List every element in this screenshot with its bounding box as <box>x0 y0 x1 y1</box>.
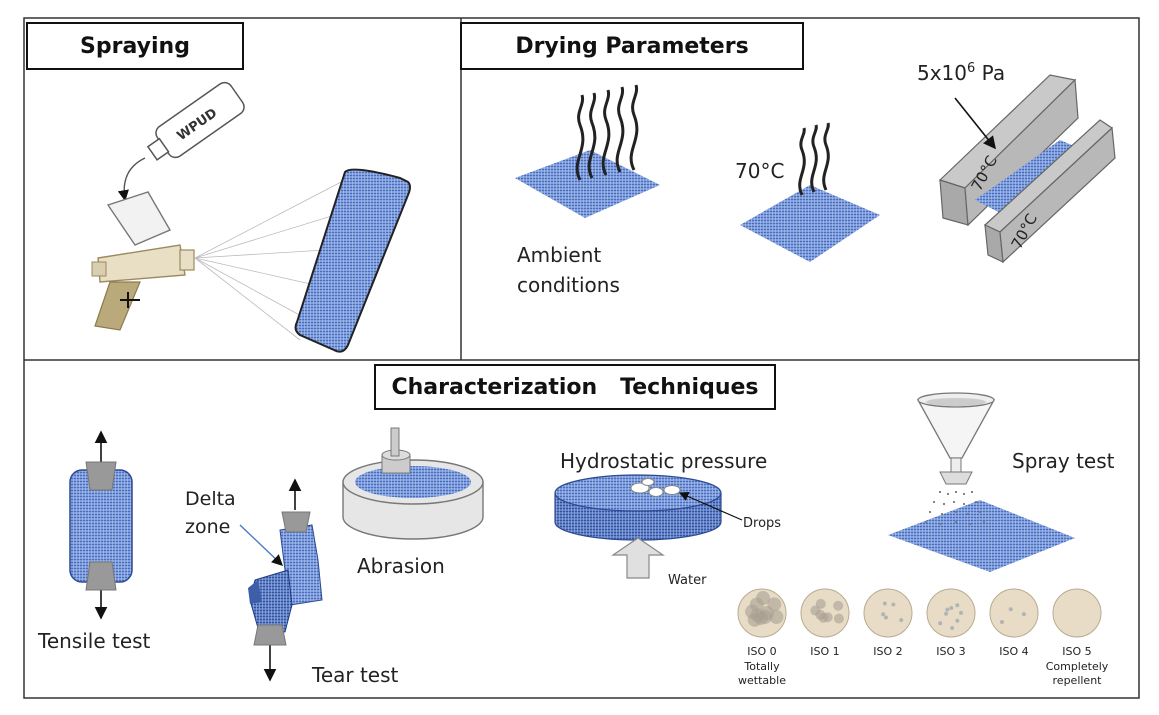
water-label: Water <box>668 573 707 588</box>
iso-rating-3: ISO 3 <box>926 588 976 658</box>
iso-name: ISO 4 <box>999 645 1028 658</box>
wpud-bottle-icon: WPUD <box>146 81 245 161</box>
tear-label: Tear test <box>311 663 399 687</box>
hydrostatic-disc-icon <box>554 474 722 579</box>
spraying-title: Spraying <box>26 22 244 70</box>
delta-pointer <box>239 524 284 566</box>
iso-name: ISO 1 <box>810 645 839 658</box>
ambient-label-line2: conditions <box>517 273 620 297</box>
delta-label-line1: Delta <box>185 488 236 510</box>
tensile-specimen-icon <box>69 430 133 620</box>
pour-arrow-icon <box>117 157 146 202</box>
press-pressure-label: 5x106 Pa <box>917 61 1005 85</box>
iso-disc <box>1052 588 1102 638</box>
hydrostatic-label: Hydrostatic pressure <box>560 449 767 473</box>
iso-description: Totally <box>743 660 780 673</box>
spray-gun-icon <box>91 191 195 331</box>
iso-description: wettable <box>738 674 786 687</box>
iso-name: ISO 2 <box>873 645 902 658</box>
iso-description: repellent <box>1053 674 1103 687</box>
drying-parameters-title: Drying Parameters <box>460 22 804 70</box>
characterization-title: Characterization Techniques <box>374 364 776 410</box>
sprayed-fabric-panel <box>294 168 411 353</box>
drops-pointer <box>678 491 743 521</box>
outer-frame <box>23 17 1140 699</box>
iso-description: Completely <box>1046 660 1109 673</box>
ambient-fabric <box>515 150 660 218</box>
iso-rating-4: ISO 4 <box>989 588 1039 658</box>
heat-press-icon <box>938 74 1116 264</box>
oven-temperature-label: 70°C <box>735 159 784 183</box>
iso-disc <box>926 588 976 638</box>
ambient-label-line1: Ambient <box>517 243 601 267</box>
iso-name: ISO 0 <box>747 645 776 658</box>
oven-heat-icon <box>798 122 830 196</box>
spray-test-label: Spray test <box>1012 449 1115 473</box>
iso-name: ISO 3 <box>936 645 965 658</box>
abrasion-tester-icon <box>342 427 484 540</box>
tensile-label: Tensile test <box>37 629 151 653</box>
iso-rating-2: ISO 2 <box>863 588 913 658</box>
iso-rating-1: ISO 1 <box>800 588 850 658</box>
iso-disc <box>863 588 913 638</box>
delta-label-line2: zone <box>185 516 230 538</box>
oven-fabric <box>740 185 880 262</box>
spray-cone <box>194 179 346 341</box>
abrasion-label: Abrasion <box>357 554 445 578</box>
iso-disc <box>989 588 1039 638</box>
tear-specimen-icon <box>248 478 323 682</box>
iso-name: ISO 5 <box>1062 645 1091 658</box>
pressure-arrow-icon <box>954 97 996 150</box>
drops-label: Drops <box>743 516 781 531</box>
heat-waves-icon <box>575 84 639 181</box>
spray-test-rig-icon <box>888 392 1075 572</box>
